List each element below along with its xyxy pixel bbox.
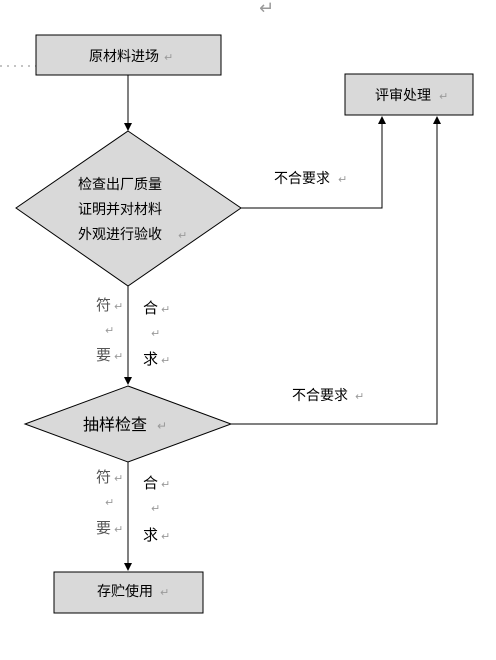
edge-inspect-fail-label: 不合要求 xyxy=(274,171,330,187)
raw-material-label: 原材料进场 xyxy=(89,49,159,65)
raw-material-node: 原材料进场 ↵ xyxy=(35,34,222,76)
inspect-label-line-2: 证明并对材料 xyxy=(78,202,162,218)
sampling-label: 抽样检查 xyxy=(83,415,147,434)
return-mark: ↵ xyxy=(160,586,169,599)
pass-2-right-top: 合 xyxy=(143,474,158,492)
inspect-label-line-3: 外观进行验收 xyxy=(78,227,162,243)
edge-sampling-fail xyxy=(231,116,441,425)
return-mark: ↵ xyxy=(161,303,170,316)
return-mark: ↵ xyxy=(114,472,123,485)
pass-1-right-top: 合 xyxy=(143,299,158,317)
pass-1-left-top: 符 xyxy=(96,296,111,314)
review-node: 评审处理 ↵ xyxy=(344,73,474,116)
pass-2-left-top: 符 xyxy=(96,468,111,486)
return-mark: ↵ xyxy=(105,324,114,337)
edge-sampling-fail-label: 不合要求 xyxy=(292,388,348,404)
return-mark: ↵ xyxy=(161,478,170,491)
return-mark: ↵ xyxy=(114,523,123,536)
pass-2-left-bottom: 要 xyxy=(96,519,111,537)
return-mark: ↵ xyxy=(161,354,170,367)
pass-1-right-bottom: 求 xyxy=(143,350,158,368)
inspect-label-line-1: 检查出厂质量 xyxy=(78,177,162,193)
pass-1-left-bottom: 要 xyxy=(96,346,111,364)
return-mark: ↵ xyxy=(114,300,123,313)
return-mark: ↵ xyxy=(151,502,160,515)
inspect-decision-node: 检查出厂质量 证明并对材料 外观进行验收 ↵ xyxy=(15,130,242,287)
storage-node: 存贮使用 ↵ xyxy=(53,571,204,614)
return-mark: ↵ xyxy=(105,496,114,509)
return-mark: ↵ xyxy=(355,390,364,403)
return-mark: ↵ xyxy=(161,530,170,543)
return-mark: ↵ xyxy=(157,419,167,433)
sampling-decision-node: 抽样检查 ↵ xyxy=(23,385,233,463)
return-mark: ↵ xyxy=(151,327,160,340)
return-mark: ↵ xyxy=(338,173,347,186)
pass-2-right-bottom: 求 xyxy=(143,526,158,544)
return-mark: ↵ xyxy=(164,51,173,64)
return-mark: ↵ xyxy=(178,229,187,242)
review-label: 评审处理 xyxy=(375,88,431,104)
storage-label: 存贮使用 xyxy=(97,583,153,600)
return-mark: ↵ xyxy=(439,90,448,103)
return-mark: ↵ xyxy=(114,350,123,363)
edge-inspect-fail xyxy=(241,116,386,209)
top-return-mark: ↵ xyxy=(259,0,274,19)
